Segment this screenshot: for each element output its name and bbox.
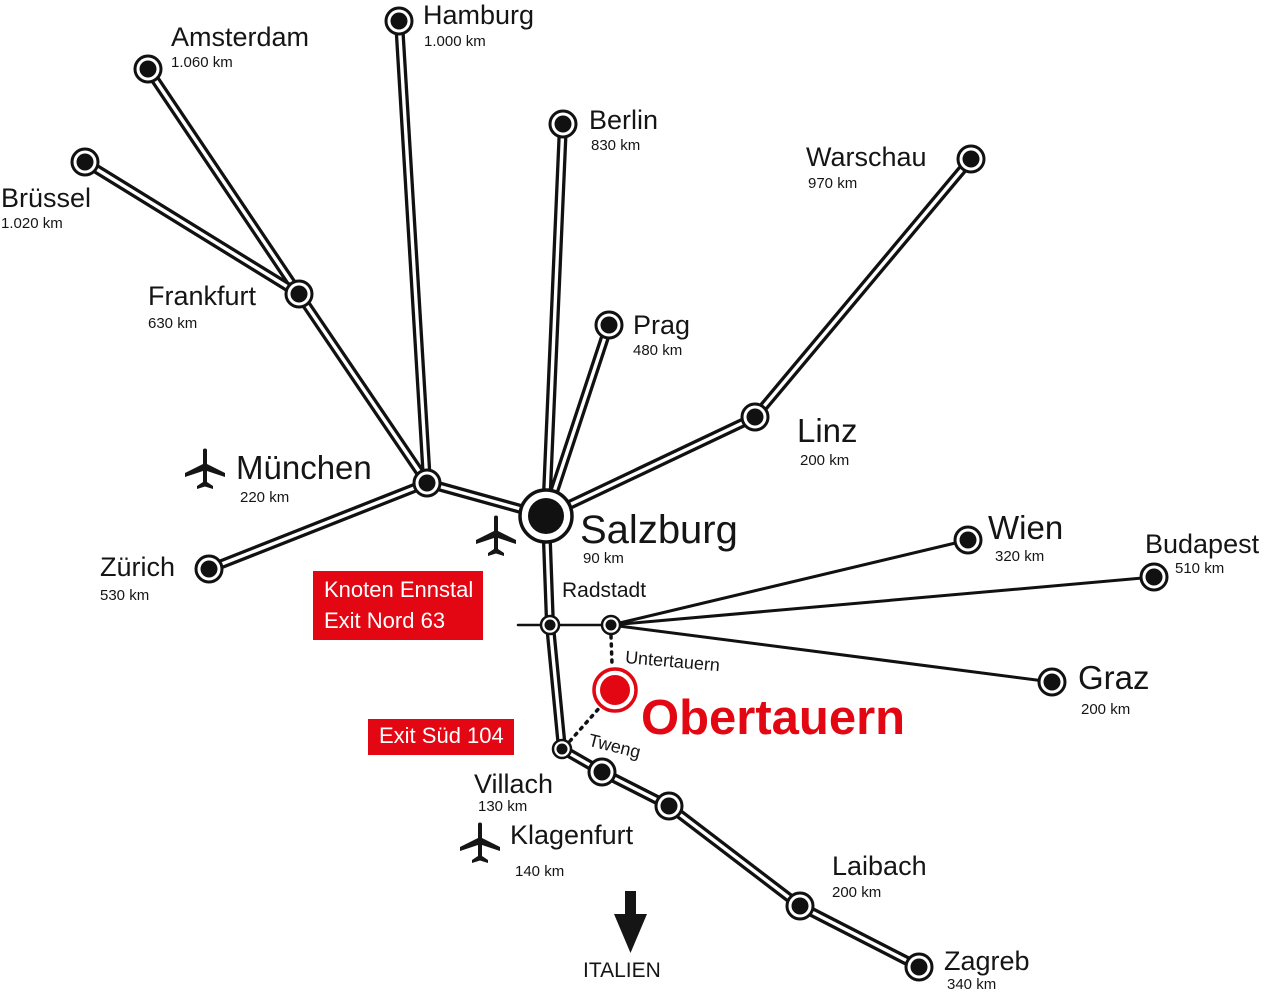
exit-nord-box: Knoten Ennstal Exit Nord 63	[313, 571, 484, 640]
exit-sued-box: Exit Süd 104	[368, 719, 514, 755]
city-name-salzburg: Salzburg	[580, 508, 738, 552]
node-linz	[746, 408, 764, 426]
node-graz	[1043, 673, 1061, 691]
road-linz-salzburg	[545, 415, 756, 518]
south-direction-label: ITALIEN	[583, 959, 661, 982]
city-distance-budapest: 510 km	[1175, 560, 1225, 577]
city-distance-zagreb: 340 km	[947, 976, 997, 993]
road-bruessel-frankfurt	[84, 160, 300, 296]
road-amsterdam-frankfurt	[146, 68, 301, 295]
city-name-laibach: Laibach	[832, 851, 927, 881]
road-hamburg-muenchen	[397, 20, 429, 484]
node-villach	[593, 763, 611, 781]
city-name-amsterdam: Amsterdam	[171, 22, 310, 52]
node-radstadt	[605, 619, 617, 631]
node-wien	[959, 531, 977, 549]
city-name-zuerich: Zürich	[100, 552, 176, 582]
node-amsterdam	[139, 60, 157, 78]
node-muenchen	[418, 474, 436, 492]
node-salzburg	[528, 498, 564, 534]
city-distance-prag: 480 km	[633, 342, 683, 359]
airplane-icon	[183, 448, 227, 492]
city-name-prag: Prag	[633, 310, 691, 340]
city-distance-linz: 200 km	[800, 452, 850, 469]
road-radstadt-graz	[609, 623, 1054, 684]
connector-untertauern	[609, 634, 614, 666]
city-distance-warschau: 970 km	[808, 175, 858, 192]
dotted-connectors	[568, 634, 614, 743]
node-zuerich	[200, 560, 218, 578]
city-name-berlin: Berlin	[589, 105, 659, 135]
road-zuerich-muenchen	[208, 481, 428, 571]
node-laibach	[791, 897, 809, 915]
city-distance-klagenfurt: 140 km	[515, 863, 565, 880]
city-name-graz: Graz	[1078, 659, 1150, 696]
city-name-zagreb: Zagreb	[944, 946, 1030, 976]
destination-title: Obertauern	[641, 691, 906, 745]
city-distance-zuerich: 530 km	[100, 587, 150, 604]
node-zagreb	[910, 958, 928, 976]
node-berlin	[554, 115, 572, 133]
city-distance-muenchen: 220 km	[240, 489, 290, 506]
road-frankfurt-muenchen	[297, 293, 429, 484]
road-laibach-zagreb	[799, 904, 920, 969]
city-distance-salzburg: 90 km	[583, 550, 624, 567]
city-distance-berlin: 830 km	[591, 137, 641, 154]
city-distance-amsterdam: 1.060 km	[171, 54, 233, 71]
road-radstadt-wien	[609, 538, 970, 627]
arrow-down-icon	[614, 891, 647, 953]
city-distance-hamburg: 1.000 km	[424, 33, 486, 50]
road-warschau-linz	[753, 157, 973, 419]
node-bruessel	[76, 153, 94, 171]
city-name-warschau: Warschau	[806, 142, 927, 172]
city-distance-laibach: 200 km	[832, 884, 882, 901]
node-prag	[600, 316, 618, 334]
airplane-icon	[474, 515, 518, 559]
road-radstadt-budapest	[609, 575, 1156, 627]
city-distance-frankfurt: 630 km	[148, 315, 198, 332]
city-name-hamburg: Hamburg	[423, 0, 535, 30]
city-name-linz: Linz	[797, 412, 858, 449]
city-name-klagenfurt: Klagenfurt	[510, 820, 634, 850]
city-name-bruessel: Brüssel	[1, 183, 92, 213]
road-klagenfurt-laibach	[667, 804, 802, 908]
city-distance-graz: 200 km	[1081, 701, 1131, 718]
exit-nord-line1: Knoten Ennstal	[324, 577, 474, 602]
city-name-wien: Wien	[988, 509, 1064, 546]
node-exit-sued	[556, 743, 568, 755]
place-name-radstadt: Radstadt	[562, 579, 647, 602]
exit-nord-line2: Exit Nord 63	[324, 608, 446, 633]
city-distance-villach: 130 km	[478, 798, 528, 815]
node-frankfurt	[290, 285, 308, 303]
node-budapest	[1145, 568, 1163, 586]
road-berlin-salzburg	[544, 123, 565, 517]
road-ennstal-tweng	[548, 624, 564, 750]
obertauern-marker	[592, 667, 638, 713]
node-knoten-ennstal	[544, 619, 556, 631]
airplane-icon	[458, 822, 502, 866]
city-name-budapest: Budapest	[1145, 529, 1260, 559]
city-distance-bruessel: 1.020 km	[1, 215, 63, 232]
road-prag-salzburg	[544, 324, 611, 517]
city-nodes	[70, 6, 1169, 982]
road-network	[80, 16, 1156, 972]
city-name-villach: Villach	[474, 769, 554, 799]
node-hamburg	[390, 12, 408, 30]
city-name-frankfurt: Frankfurt	[148, 281, 257, 311]
city-name-muenchen: München	[236, 449, 372, 486]
node-klagenfurt	[660, 797, 678, 815]
node-warschau	[962, 150, 980, 168]
city-distance-wien: 320 km	[995, 548, 1045, 565]
connector-tweng	[568, 704, 603, 743]
